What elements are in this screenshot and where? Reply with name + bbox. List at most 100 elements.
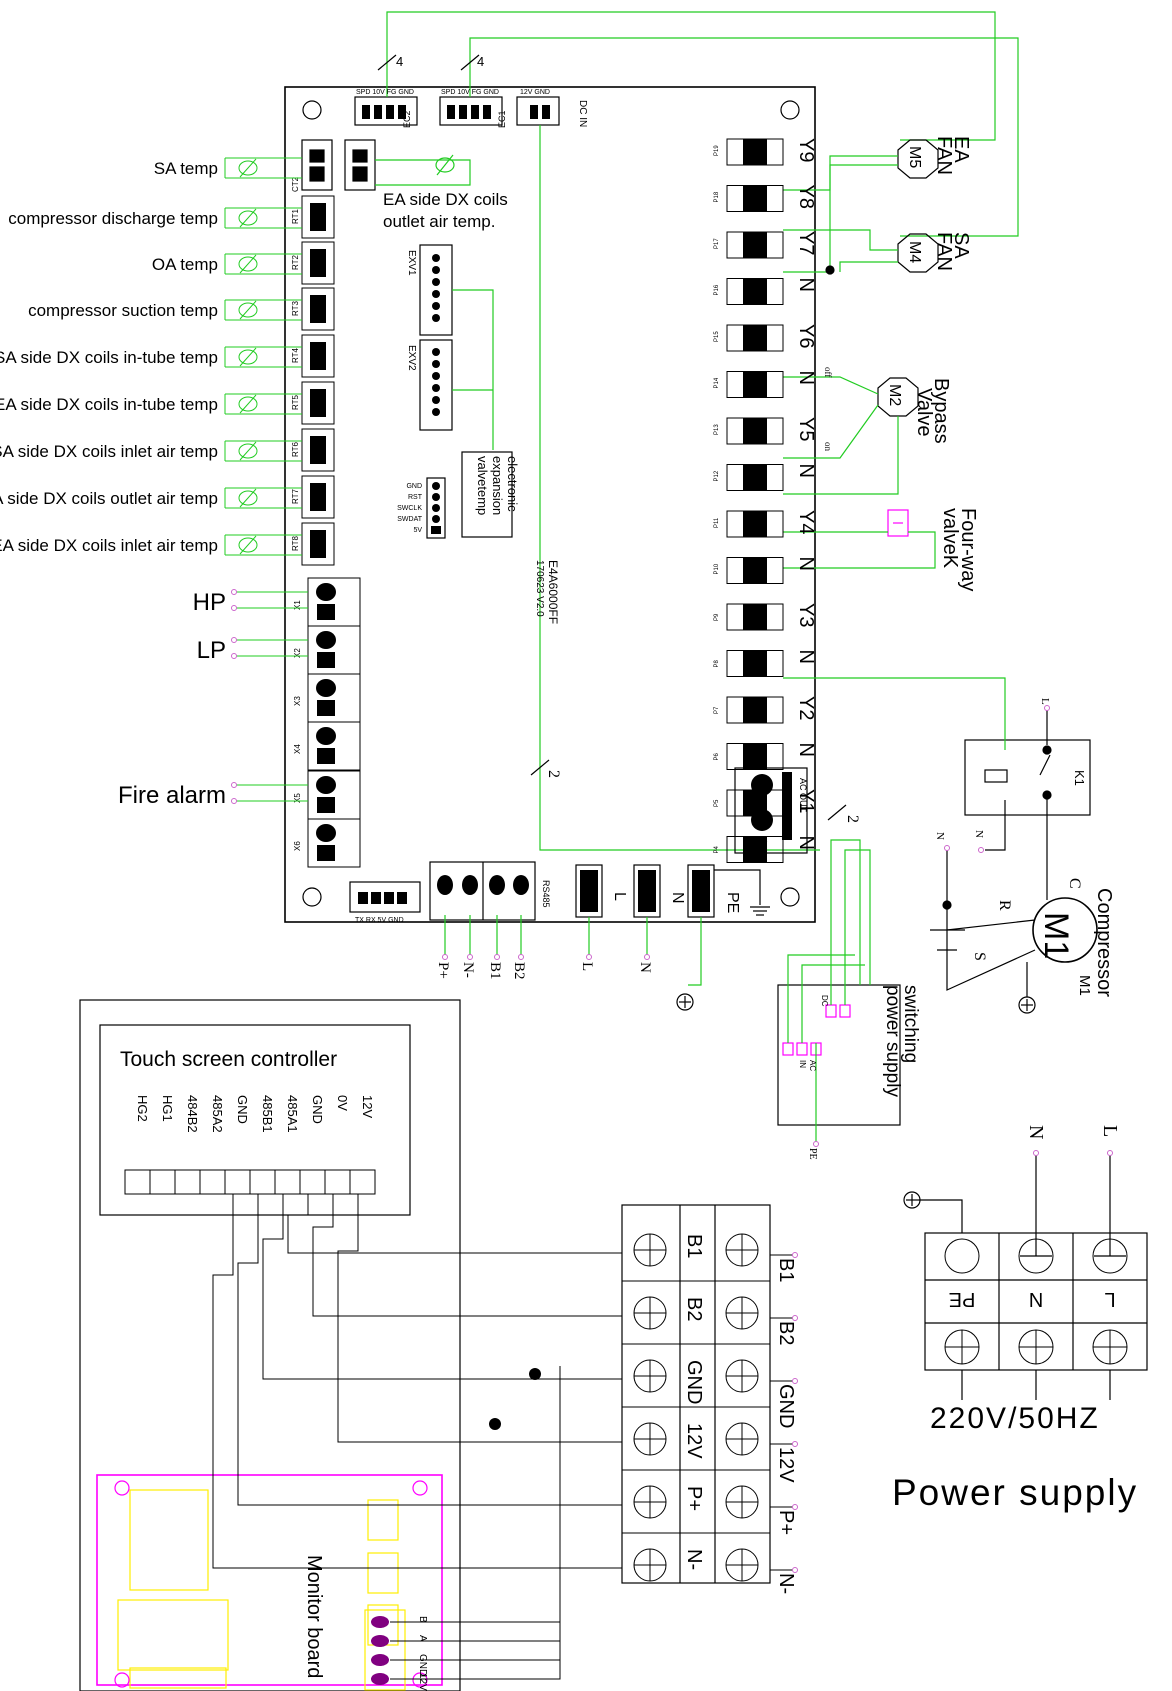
exv2-connector: [419, 339, 453, 431]
terminal-block: [621, 1204, 771, 1584]
terminal-ext-label: GND: [775, 1384, 797, 1428]
sensor-label: SA side DX coils outlet air temp: [0, 489, 218, 508]
monitor-pin-icon: [371, 1673, 389, 1685]
sensor-label: compressor discharge temp: [8, 209, 218, 228]
output-pin-label: P16: [714, 284, 720, 295]
terminal-ext-label: B1: [775, 1258, 797, 1282]
output-pin-label: P15: [714, 331, 720, 342]
ec2-label: EC2: [402, 110, 412, 128]
touch-pin-label: HG1: [160, 1095, 175, 1122]
sensor-label: OA temp: [152, 255, 218, 274]
controller-board: [284, 86, 816, 923]
cn15-connector: [734, 767, 808, 854]
touch-pin-terminal: [199, 1169, 226, 1195]
sensor-connector: [301, 428, 335, 472]
fan-ea-sub: FAN: [933, 136, 955, 175]
fourway-valve-icon: [887, 509, 909, 537]
sensor-connector: [301, 475, 335, 519]
output-label: Y2: [795, 696, 817, 720]
dcin-label: DC IN: [577, 100, 588, 127]
sensor-connector-pin: [310, 436, 326, 464]
touch-pin-label: 485B1: [260, 1095, 275, 1133]
thermistor-icon: [239, 347, 257, 367]
output-label: N: [795, 743, 817, 757]
monitor-pin-label: B: [417, 1616, 428, 1623]
touch-wire: [237, 1194, 622, 1506]
relay-pin: [978, 847, 984, 853]
input-connector: [307, 818, 361, 868]
touch-pin-label: 12V: [360, 1095, 375, 1118]
input-connector-pin: [316, 679, 336, 697]
monitor-wire: [390, 1555, 561, 1680]
mains-term-label: N: [1029, 1288, 1043, 1310]
mains-term-label: PE: [949, 1288, 976, 1310]
output-connector-pin: [743, 139, 767, 165]
sensor-conn-label: RT2: [291, 254, 300, 270]
output-connector-pin: [743, 743, 767, 770]
sensor-connector: [301, 195, 335, 239]
relay-id: K1: [1072, 770, 1087, 786]
output-connector-pin: [743, 371, 767, 398]
junction-dot: [529, 1368, 541, 1380]
smps-ac: AC: [808, 1060, 817, 1071]
touch-wire: [212, 1194, 622, 1569]
output-connector-pin: [743, 325, 767, 351]
touch-pin-label: 0V: [335, 1095, 350, 1111]
under-pin: [518, 954, 524, 960]
exv-note-box: [461, 451, 513, 538]
input-conn-label: X2: [293, 648, 302, 658]
terminal-ext-label: B2: [775, 1321, 797, 1345]
wire-count-ec1: 4: [477, 54, 484, 69]
sensor-connector-pin: [310, 342, 326, 370]
exv1-pin: [432, 314, 440, 322]
output-pin-label: P4: [714, 845, 720, 853]
touch-pin-terminal: [224, 1169, 251, 1195]
terminal-row-label: P+: [683, 1486, 705, 1511]
input-conn-label: X6: [293, 841, 302, 851]
bypass-valve-icon: [877, 377, 919, 417]
prog-pin-label: GND: [406, 483, 422, 490]
input-conn-label: X3: [293, 696, 302, 706]
monitor-pin-icon: [371, 1616, 389, 1628]
touch-pin-terminal: [349, 1169, 376, 1195]
sensor-conn-label: CT2: [291, 176, 300, 192]
terminal-row-label: GND: [683, 1360, 705, 1404]
terminal-ext-label: N-: [775, 1573, 797, 1594]
sensor-label: SA side DX coils inlet air temp: [0, 442, 218, 461]
exv1-pin: [432, 302, 440, 310]
touch-wire: [337, 1194, 622, 1443]
sensor-conn-label: RT5: [291, 394, 300, 410]
output-connector-pin: [743, 604, 767, 630]
under-pin: [494, 954, 500, 960]
exv1-label: EXV1: [406, 250, 417, 276]
compressor-id: M1: [1037, 912, 1075, 959]
output-pin-label: P12: [714, 470, 720, 481]
ac-out-label: AC OUT: [798, 778, 808, 813]
exv2-pin: [432, 348, 440, 356]
output-label: Y3: [795, 603, 817, 627]
exv1-pin: [432, 254, 440, 262]
thermistor-icon: [238, 349, 258, 365]
output-label: N: [795, 650, 817, 664]
smps-in: IN: [798, 1060, 807, 1068]
mains-l-label: L: [1099, 1125, 1121, 1137]
terminal-ext-pin: [792, 1378, 798, 1384]
sensor-label: SA temp: [154, 159, 218, 178]
monitor-wire: [390, 1429, 561, 1642]
under-pin: [644, 954, 650, 960]
output-connector-pin: [743, 790, 767, 816]
output-label: Y6: [795, 324, 817, 348]
under-pin: [442, 954, 448, 960]
ec1-label: EC1: [497, 110, 507, 128]
input-label: Fire alarm: [118, 782, 226, 809]
output-pin-label: P18: [714, 191, 720, 202]
relay-k1: [964, 739, 1091, 816]
terminal-ext-label: 12V: [775, 1447, 797, 1483]
compressor-r: R: [996, 900, 1013, 911]
sensor-connector-pin: [310, 389, 326, 417]
compressor-m1-icon: [1032, 897, 1098, 963]
power-term-label: L: [611, 892, 628, 901]
under-term-label: N-: [460, 962, 476, 978]
exv1-pin: [432, 290, 440, 298]
terminal-row-label: B2: [683, 1297, 705, 1321]
